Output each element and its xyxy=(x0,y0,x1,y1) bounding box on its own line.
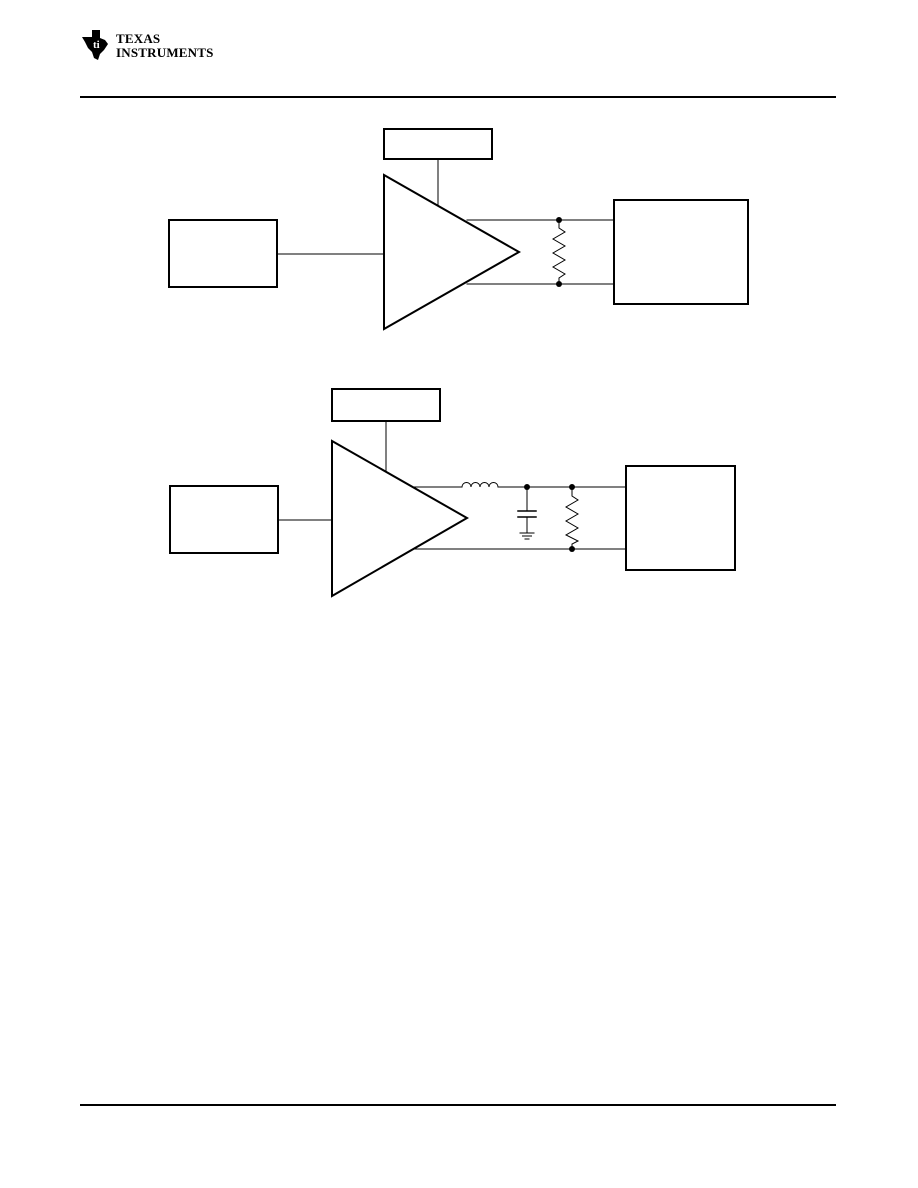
svg-text:ti: ti xyxy=(93,39,100,51)
fig2-output-block xyxy=(625,465,736,571)
ti-logo: ti Texas Instruments xyxy=(80,28,230,64)
logo-line-2: Instruments xyxy=(116,45,214,60)
fig2-node-bottom xyxy=(569,546,575,552)
logo-line-1: Texas xyxy=(116,31,161,46)
figure-2-amplifier-lc-filter xyxy=(169,388,736,598)
fig1-input-block xyxy=(168,219,278,288)
fig1-node-bottom xyxy=(556,281,562,287)
fig2-amplifier-triangle xyxy=(331,439,470,598)
fig1-node-top xyxy=(556,217,562,223)
fig2-input-block xyxy=(169,485,279,554)
header-rule xyxy=(80,96,836,98)
fig2-filter-inductor xyxy=(461,482,499,488)
figure-1-amplifier-resistive-load xyxy=(168,128,749,331)
fig1-amplifier-triangle xyxy=(383,173,522,331)
fig1-top-block xyxy=(383,128,493,160)
texas-state-icon: ti xyxy=(82,30,108,60)
fig2-load-resistor xyxy=(564,486,580,550)
footer-rule xyxy=(80,1104,836,1106)
fig1-output-block xyxy=(613,199,749,305)
fig2-top-block xyxy=(331,388,441,422)
fig1-load-resistor xyxy=(552,219,566,285)
ground-icon xyxy=(519,532,535,540)
fig2-node-top xyxy=(569,484,575,490)
